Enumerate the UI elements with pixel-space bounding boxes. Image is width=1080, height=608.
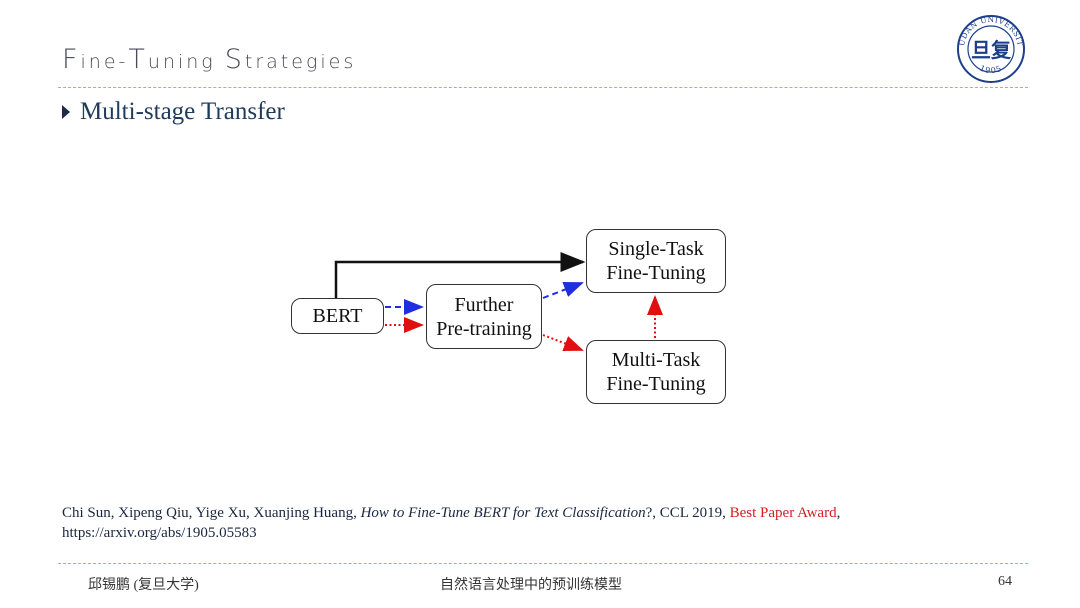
citation-award: Best Paper Award <box>729 505 837 521</box>
node-further-pretraining: Further Pre-training <box>426 284 542 349</box>
fudan-university-logo: FUDAN UNIVERSITY 1905 旦复 <box>956 14 1025 83</box>
diagram-arrows <box>334 252 663 352</box>
bullet-text: Multi-stage Transfer <box>80 98 285 125</box>
citation-venue: ?, CCL 2019, <box>645 505 730 521</box>
footer-course-title: 自然语言处理中的预训练模型 <box>440 578 622 593</box>
slide-title: Fine-Tuning Strategies <box>62 44 357 75</box>
footer-author: 邱锡鹏 (复旦大学) <box>88 578 199 593</box>
logo-glyph: 旦复 <box>971 38 1012 62</box>
logo-year: 1905 <box>978 64 1002 76</box>
bullet-triangle-icon <box>62 105 70 119</box>
arrow-bert-to-single-task <box>334 252 586 300</box>
title-divider <box>58 87 1028 88</box>
arrow-further-to-single-task-blue <box>542 281 584 299</box>
svg-text:1905: 1905 <box>978 64 1003 76</box>
multi-stage-transfer-diagram: BERT Further Pre-training Single-Task Fi… <box>280 220 740 420</box>
citation-url-link[interactable]: https://arxiv.org/abs/1905.05583 <box>62 525 257 541</box>
paper-citation: Chi Sun, Xipeng Qiu, Yige Xu, Xuanjing H… <box>62 505 841 541</box>
footer-divider <box>58 563 1028 564</box>
citation-authors: Chi Sun, Xipeng Qiu, Yige Xu, Xuanjing H… <box>62 505 361 521</box>
node-bert: BERT <box>291 298 384 334</box>
node-multi-task-finetuning: Multi-Task Fine-Tuning <box>586 340 726 404</box>
footer-page-number: 64 <box>998 574 1012 589</box>
citation-paper-title: How to Fine-Tune BERT for Text Classific… <box>360 505 646 521</box>
arrow-further-to-multi-task-red <box>542 334 584 352</box>
node-single-task-finetuning: Single-Task Fine-Tuning <box>586 229 726 293</box>
bullet-point: Multi-stage Transfer <box>62 98 285 126</box>
